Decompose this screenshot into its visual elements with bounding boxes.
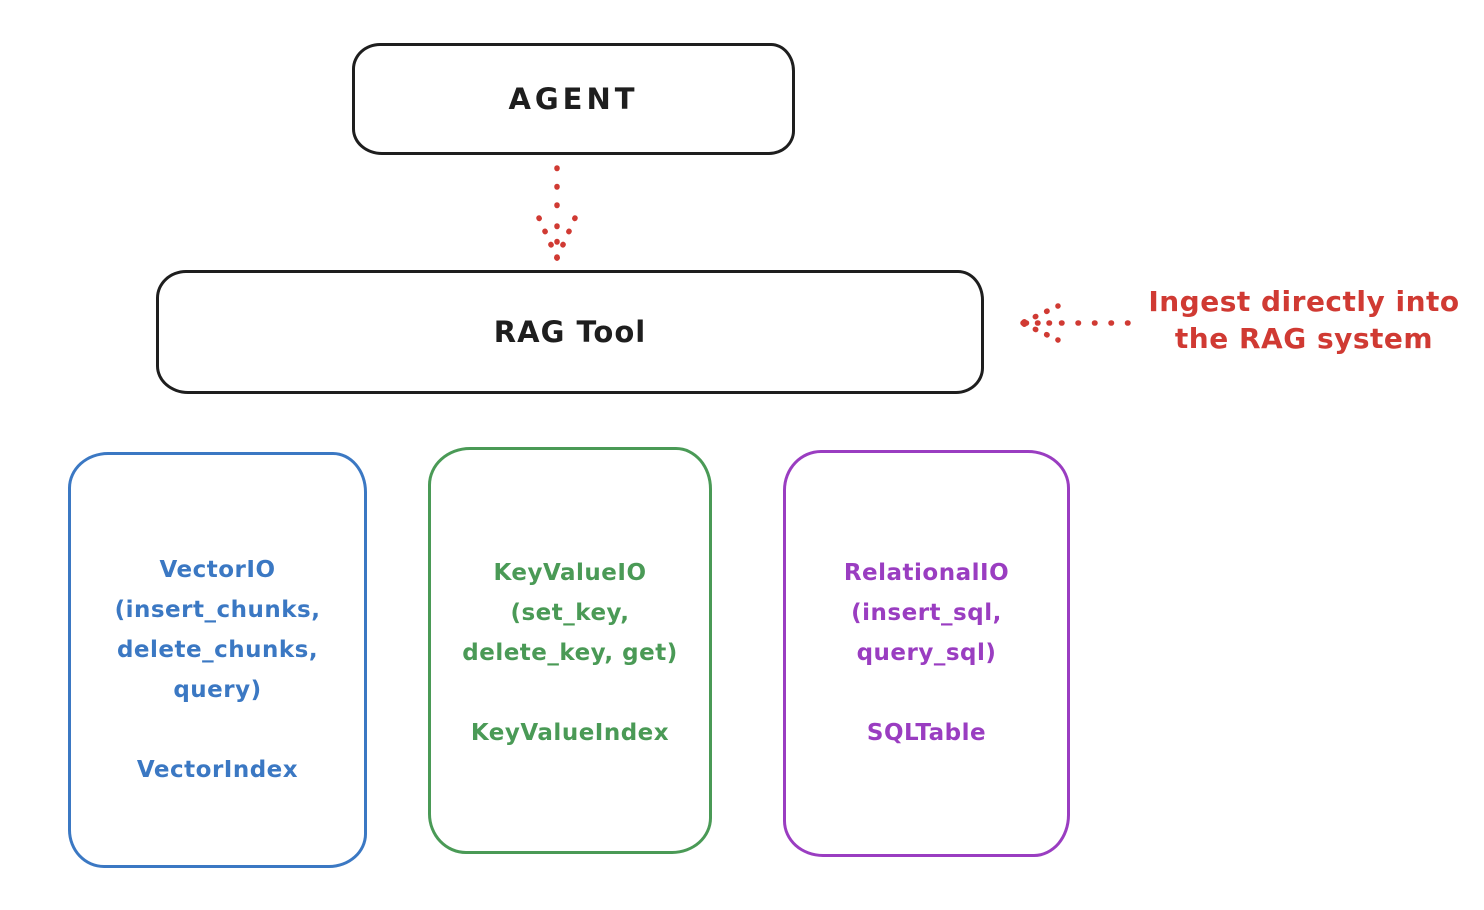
node-agent-label: AGENT [508,82,639,116]
dotted-arrow-down-icon [536,165,578,261]
dotted-arrow-left-icon [1020,303,1131,343]
node-rag-tool: RAG Tool [156,270,984,394]
vector-io-index-label: VectorIndex [136,757,299,783]
relational-io-table-label: SQLTable [866,720,987,746]
vector-io-methods: VectorIO (insert_chunks, delete_chunks, … [114,557,321,703]
relational-io-methods: RelationalIO (insert_sql, query_sql) [843,560,1010,666]
node-relational-io: RelationalIO (insert_sql, query_sql) SQL… [783,450,1070,857]
node-vector-io: VectorIO (insert_chunks, delete_chunks, … [68,452,367,868]
keyvalue-io-methods: KeyValueIO (set_key, delete_key, get) [462,560,678,666]
keyvalue-io-index-label: KeyValueIndex [470,720,670,746]
annotation-ingest-note: Ingest directly into the RAG system [1148,285,1460,355]
node-keyvalue-io: KeyValueIO (set_key, delete_key, get) Ke… [428,447,712,854]
node-agent: AGENT [352,43,795,155]
node-rag-tool-label: RAG Tool [493,315,647,349]
